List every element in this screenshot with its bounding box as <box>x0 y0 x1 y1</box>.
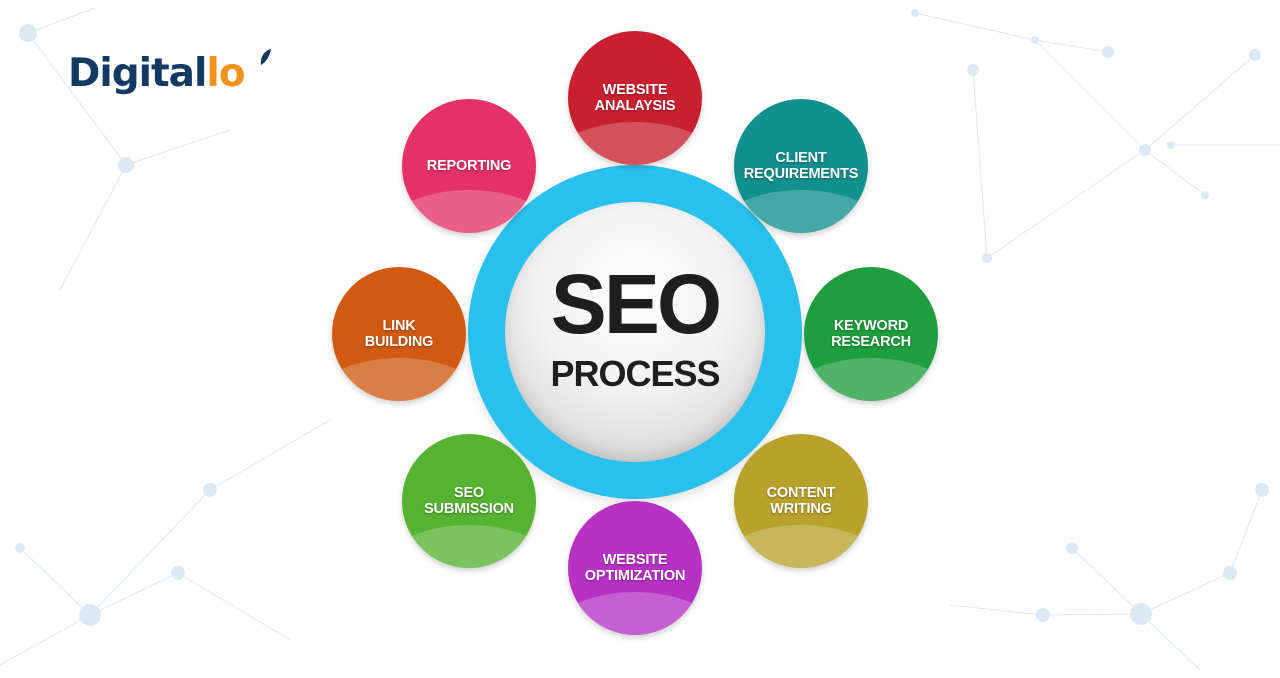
logo-text-accent: lo <box>206 51 245 96</box>
logo-text-main: Digital <box>68 51 207 96</box>
node-website-analysis: WEBSITE ANALAYSIS <box>568 31 702 165</box>
node-label: WEBSITE ANALAYSIS <box>594 82 676 114</box>
node-label: REPORTING <box>426 158 512 174</box>
hub-subtitle: PROCESS <box>550 353 720 394</box>
node-label: CONTENT WRITING <box>766 485 836 517</box>
node-label: LINK BUILDING <box>364 318 434 350</box>
hub-core <box>505 202 765 462</box>
node-label: KEYWORD RESEARCH <box>831 318 911 350</box>
leaf-icon <box>260 49 271 65</box>
node-label: CLIENT REQUIREMENTS <box>743 150 859 182</box>
node-label: WEBSITE OPTIMIZATION <box>584 552 686 584</box>
node-label: SEO SUBMISSION <box>424 485 514 517</box>
node-website-optimization: WEBSITE OPTIMIZATION <box>568 501 702 635</box>
node-link-building: LINK BUILDING <box>332 267 466 401</box>
node-reporting: REPORTING <box>402 99 536 233</box>
node-client-requirements: CLIENT REQUIREMENTS <box>734 99 868 233</box>
node-seo-submission: SEO SUBMISSION <box>402 434 536 568</box>
digitallo-logo: Digitallo <box>68 49 271 96</box>
node-keyword-research: KEYWORD RESEARCH <box>804 267 938 401</box>
hub-title: SEO <box>550 257 722 351</box>
node-content-writing: CONTENT WRITING <box>734 434 868 568</box>
